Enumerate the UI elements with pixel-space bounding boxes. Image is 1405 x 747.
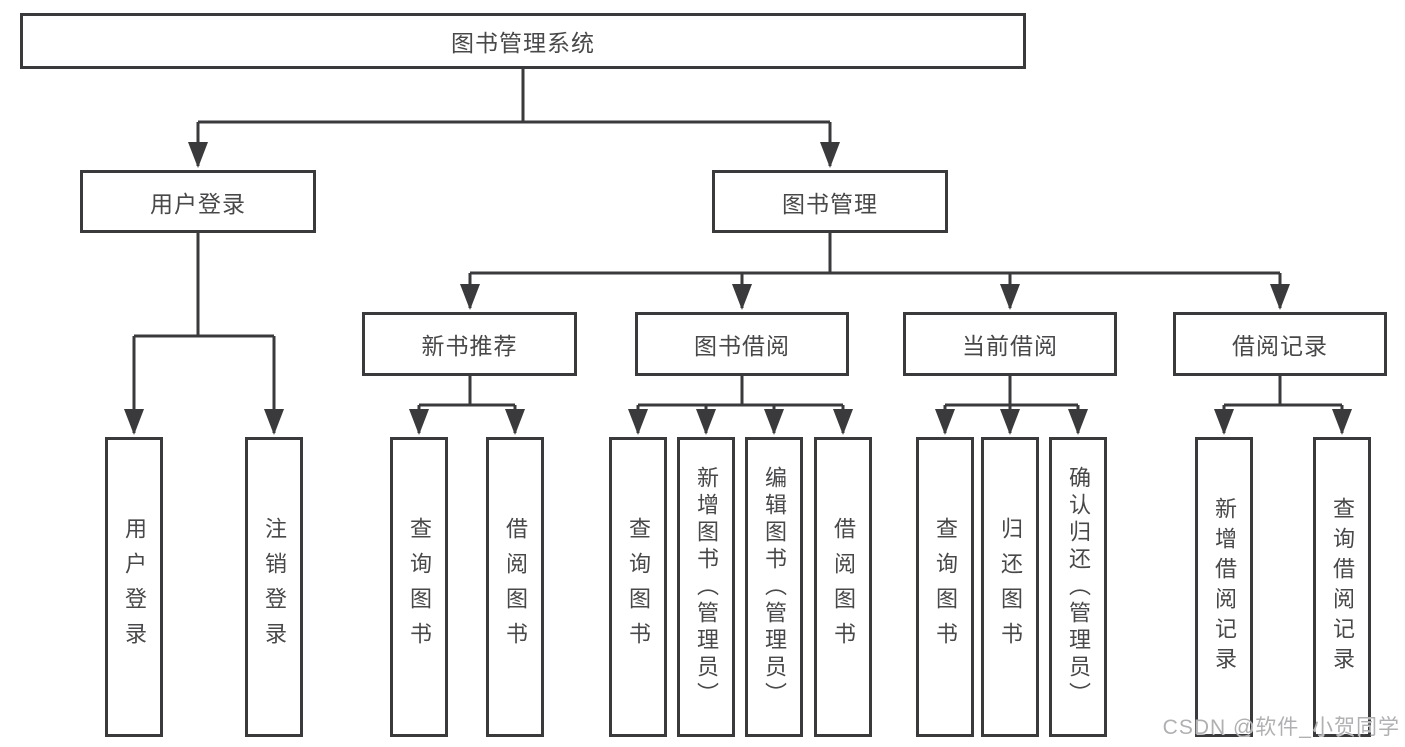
leaf-logout-label: 注销登录 — [262, 517, 287, 657]
node-current-borrow-label: 当前借阅 — [962, 333, 1058, 359]
csdn-watermark: CSDN @软件_小贺同学 — [1162, 716, 1400, 739]
node-new-book-recommend: 新书推荐 — [362, 312, 577, 376]
leaf-current-return-label: 归还图书 — [998, 517, 1023, 657]
leaf-borrow-book-label: 借阅图书 — [831, 517, 856, 657]
leaf-newbooks-borrow: 借阅图书 — [486, 437, 544, 737]
leaf-current-confirm-return: 确认归还（管理员） — [1049, 437, 1107, 737]
node-book-borrow-label: 图书借阅 — [694, 333, 790, 359]
leaf-current-query-label: 查询图书 — [933, 517, 958, 657]
leaf-current-confirm-return-label: 确认归还（管理员） — [1066, 465, 1091, 709]
node-book-management: 图书管理 — [712, 170, 948, 233]
leaf-records-add: 新增借阅记录 — [1195, 437, 1253, 737]
node-user-login-label: 用户登录 — [150, 190, 246, 217]
node-borrow-records-label: 借阅记录 — [1232, 333, 1328, 359]
node-book-borrow: 图书借阅 — [635, 312, 849, 376]
leaf-records-query: 查询借阅记录 — [1313, 437, 1371, 737]
leaf-newbooks-borrow-label: 借阅图书 — [503, 517, 528, 657]
leaf-borrow-add-book: 新增图书（管理员） — [677, 437, 735, 737]
leaf-newbooks-query: 查询图书 — [390, 437, 448, 737]
node-root-label: 图书管理系统 — [451, 30, 595, 56]
leaf-borrow-query: 查询图书 — [609, 437, 667, 737]
leaf-borrow-add-book-label: 新增图书（管理员） — [694, 465, 719, 709]
leaf-borrow-query-label: 查询图书 — [626, 517, 651, 657]
node-borrow-records: 借阅记录 — [1173, 312, 1387, 376]
node-user-login: 用户登录 — [80, 170, 316, 233]
leaf-current-return: 归还图书 — [981, 437, 1039, 737]
leaf-borrow-book: 借阅图书 — [814, 437, 872, 737]
node-new-book-recommend-label: 新书推荐 — [421, 333, 518, 359]
node-book-management-label: 图书管理 — [782, 190, 878, 217]
node-root-system: 图书管理系统 — [20, 13, 1026, 69]
leaf-user-login-label: 用户登录 — [122, 517, 147, 657]
leaf-records-query-label: 查询借阅记录 — [1330, 497, 1355, 677]
leaf-logout: 注销登录 — [245, 437, 303, 737]
leaf-user-login: 用户登录 — [105, 437, 163, 737]
leaf-records-add-label: 新增借阅记录 — [1212, 497, 1237, 677]
leaf-current-query: 查询图书 — [916, 437, 974, 737]
leaf-borrow-edit-book: 编辑图书（管理员） — [745, 437, 803, 737]
node-current-borrow: 当前借阅 — [903, 312, 1117, 376]
leaf-borrow-edit-book-label: 编辑图书（管理员） — [762, 465, 787, 709]
leaf-newbooks-query-label: 查询图书 — [407, 517, 432, 657]
